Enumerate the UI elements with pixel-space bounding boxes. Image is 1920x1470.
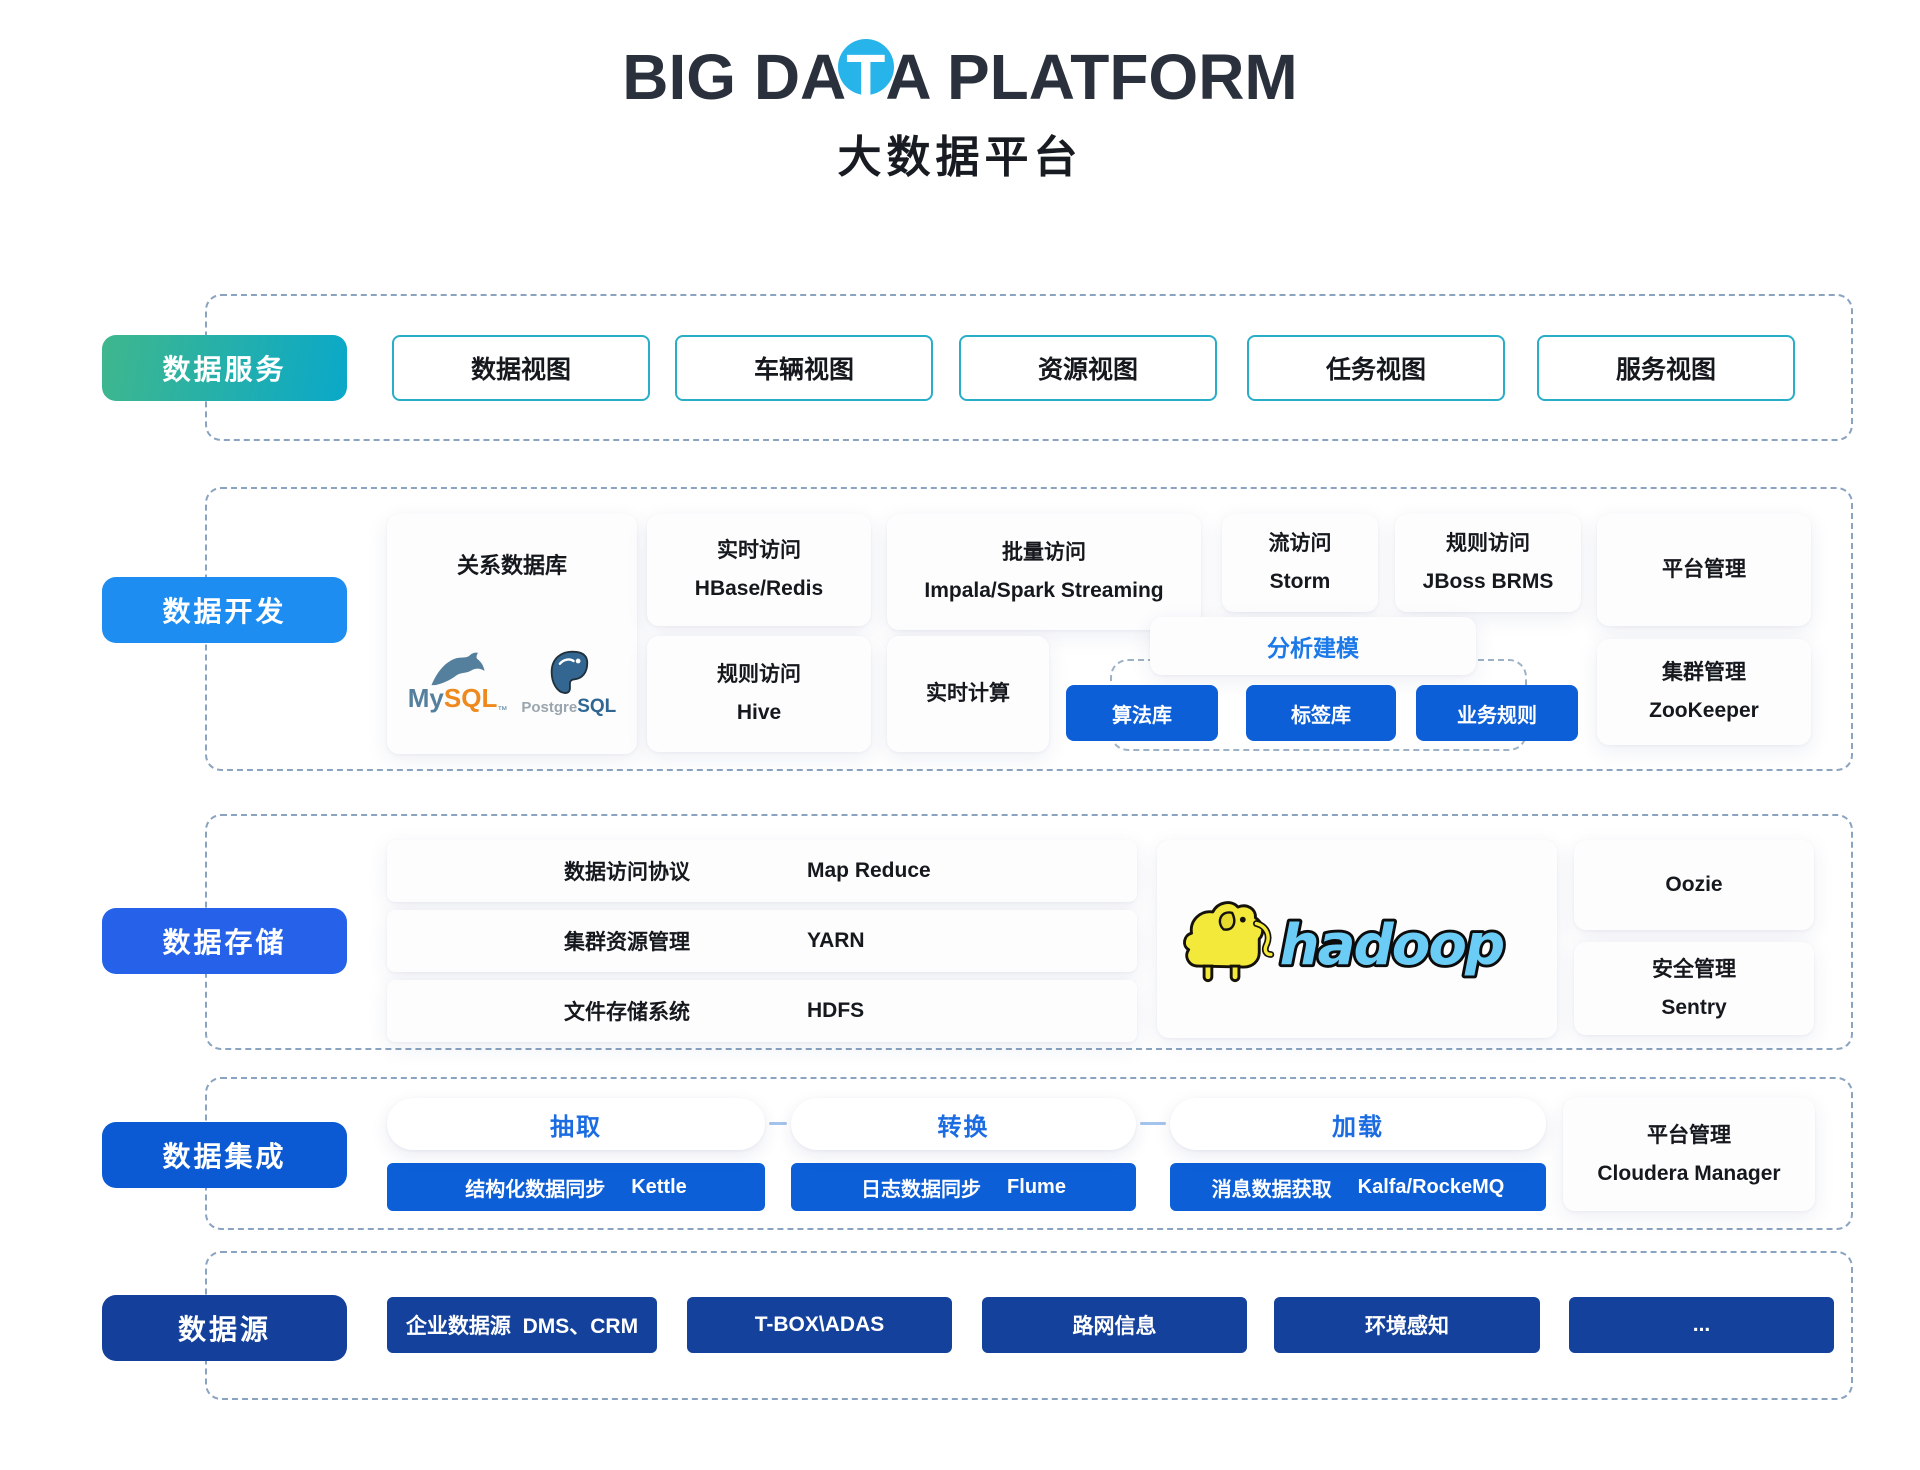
view-box-service: 服务视图 — [1537, 335, 1795, 401]
storage-row-cluster-resource: 集群资源管理 YARN — [387, 910, 1137, 972]
cloudera-manager-card: 平台管理 Cloudera Manager — [1563, 1098, 1815, 1211]
storage-row-tech: Map Reduce — [807, 859, 931, 882]
node-line: Oozie — [1665, 873, 1723, 897]
modeling-button-tag-lib: 标签库 — [1246, 685, 1396, 741]
etl-button-label: 结构化数据同步 — [465, 1178, 606, 1201]
node-line: 集群管理 — [1662, 661, 1746, 685]
source-more: ... — [1569, 1297, 1834, 1353]
node-realtime-access: 实时访问 HBase/Redis — [647, 514, 871, 626]
page-subtitle: 大数据平台 — [837, 133, 1083, 183]
logo-accent-circle-icon: T — [846, 41, 886, 113]
mysql-wordmark: MySQL™ — [407, 682, 508, 716]
relational-db-logos: MySQL™ PostgreSQL — [387, 650, 637, 716]
layer-label-data-storage: 数据存储 — [102, 908, 347, 974]
node-rule-access-jboss: 规则访问 JBoss BRMS — [1395, 514, 1581, 612]
node-cluster-management-zookeeper: 集群管理 ZooKeeper — [1597, 639, 1811, 745]
etl-button-kettle: 结构化数据同步 Kettle — [387, 1163, 765, 1211]
mysql-dolphin-icon — [431, 652, 485, 685]
node-line: Hive — [736, 701, 782, 724]
relational-db-title: 关系数据库 — [456, 553, 567, 578]
storage-row-tech: YARN — [807, 929, 865, 952]
security-sentry-card: 安全管理 Sentry — [1574, 942, 1814, 1035]
layer-data-development: 数据开发 关系数据库 MySQL™ PostgreSQL — [102, 487, 1853, 771]
layer-label-data-services: 数据服务 — [102, 335, 347, 401]
node-rule-access-hive: 规则访问 Hive — [647, 636, 871, 752]
hadoop-elephant-icon — [1183, 901, 1275, 983]
storage-row-tech: HDFS — [807, 999, 865, 1022]
modeling-button-business-rules: 业务规则 — [1416, 685, 1578, 741]
node-line: HBase/Redis — [694, 577, 824, 600]
node-line: 规则访问 — [1446, 532, 1530, 556]
etl-header-load: 加载 — [1170, 1098, 1546, 1150]
title-pre: BIG DA — [622, 41, 847, 113]
title-post: A PLATFORM — [885, 41, 1298, 113]
etl-connector — [1140, 1122, 1166, 1125]
storage-row-name: 集群资源管理 — [564, 931, 690, 954]
etl-button-flume: 日志数据同步 Flume — [791, 1163, 1136, 1211]
layer-data-services: 数据服务 数据视图 车辆视图 资源视图 任务视图 服务视图 — [102, 294, 1853, 441]
view-box-vehicle: 车辆视图 — [675, 335, 933, 401]
node-line: 平台管理 — [1662, 558, 1746, 582]
node-line: JBoss BRMS — [1422, 570, 1554, 593]
node-line: 批量访问 — [1002, 541, 1086, 565]
page-title: BIG DATA PLATFORM — [0, 41, 1920, 113]
layer-data-storage: 数据存储 数据访问协议 Map Reduce 集群资源管理 YARN 文件存储系… — [102, 814, 1853, 1050]
title-accent-t: T — [846, 41, 886, 113]
node-platform-management: 平台管理 — [1597, 514, 1811, 626]
etl-button-label: 消息数据获取 — [1211, 1178, 1332, 1201]
layer-label-data-sources: 数据源 — [102, 1295, 347, 1361]
mysql-logo: MySQL™ — [407, 651, 508, 716]
etl-button-tech: Kettle — [631, 1175, 687, 1198]
etl-button-tech: Kalfa/RockeMQ — [1357, 1175, 1505, 1198]
view-box-task: 任务视图 — [1247, 335, 1505, 401]
storage-row-name: 文件存储系统 — [564, 1001, 690, 1024]
node-batch-access: 批量访问 Impala/Spark Streaming — [887, 514, 1201, 630]
node-line: Cloudera Manager — [1597, 1161, 1781, 1185]
storage-row-access-protocol: 数据访问协议 Map Reduce — [387, 840, 1137, 902]
hadoop-wordmark: hadoop — [1280, 913, 1504, 978]
source-environment-sense: 环境感知 — [1274, 1297, 1540, 1353]
node-line: Sentry — [1661, 995, 1727, 1019]
hadoop-logo: hadoop — [1183, 901, 1508, 983]
etl-button-tech: Flume — [1007, 1175, 1066, 1198]
storage-row-file-storage: 文件存储系统 HDFS — [387, 980, 1137, 1042]
postgresql-logo: PostgreSQL — [521, 650, 616, 716]
layer-label-data-integration: 数据集成 — [102, 1122, 347, 1188]
storage-row-name: 数据访问协议 — [564, 861, 690, 884]
etl-header-extract: 抽取 — [387, 1098, 765, 1150]
source-tbox-adas: T-BOX\ADAS — [687, 1297, 952, 1353]
layer-label-data-development: 数据开发 — [102, 577, 347, 643]
node-line: 安全管理 — [1652, 957, 1736, 981]
view-box-resource: 资源视图 — [959, 335, 1217, 401]
postgresql-elephant-icon — [550, 650, 588, 694]
modeling-button-algorithm-lib: 算法库 — [1066, 685, 1218, 741]
view-box-data: 数据视图 — [392, 335, 650, 401]
etl-button-label: 日志数据同步 — [861, 1178, 982, 1201]
etl-button-kafka-rocketmq: 消息数据获取 Kalfa/RockeMQ — [1170, 1163, 1546, 1211]
node-line: 实时访问 — [717, 539, 801, 563]
layer-data-integration: 数据集成 抽取 转换 加载 结构化数据同步 Kettle 日志数据同步 Flum… — [102, 1077, 1853, 1230]
node-line: 平台管理 — [1647, 1123, 1731, 1147]
etl-header-transform: 转换 — [791, 1098, 1136, 1150]
etl-connector — [769, 1122, 787, 1125]
header: BIG DATA PLATFORM 大数据平台 — [0, 41, 1920, 185]
modeling-title-card: 分析建模 — [1150, 617, 1476, 675]
node-line: ZooKeeper — [1649, 699, 1759, 722]
hadoop-card: hadoop — [1157, 840, 1557, 1038]
node-line: 规则访问 — [717, 663, 801, 687]
oozie-card: Oozie — [1574, 840, 1814, 930]
layer-data-sources: 数据源 企业数据源 DMS、CRM T-BOX\ADAS 路网信息 环境感知 .… — [102, 1251, 1853, 1400]
node-realtime-compute: 实时计算 — [887, 636, 1049, 752]
postgresql-wordmark: PostgreSQL — [521, 696, 617, 717]
node-stream-access: 流访问 Storm — [1222, 514, 1378, 612]
source-enterprise-data: 企业数据源 DMS、CRM — [387, 1297, 657, 1353]
node-line: Storm — [1269, 570, 1331, 593]
relational-db-card: 关系数据库 MySQL™ PostgreSQL — [387, 514, 637, 754]
node-line: 流访问 — [1268, 532, 1332, 556]
source-road-network-info: 路网信息 — [982, 1297, 1247, 1353]
node-line: 实时计算 — [926, 682, 1010, 706]
node-line: Impala/Spark Streaming — [924, 579, 1164, 602]
